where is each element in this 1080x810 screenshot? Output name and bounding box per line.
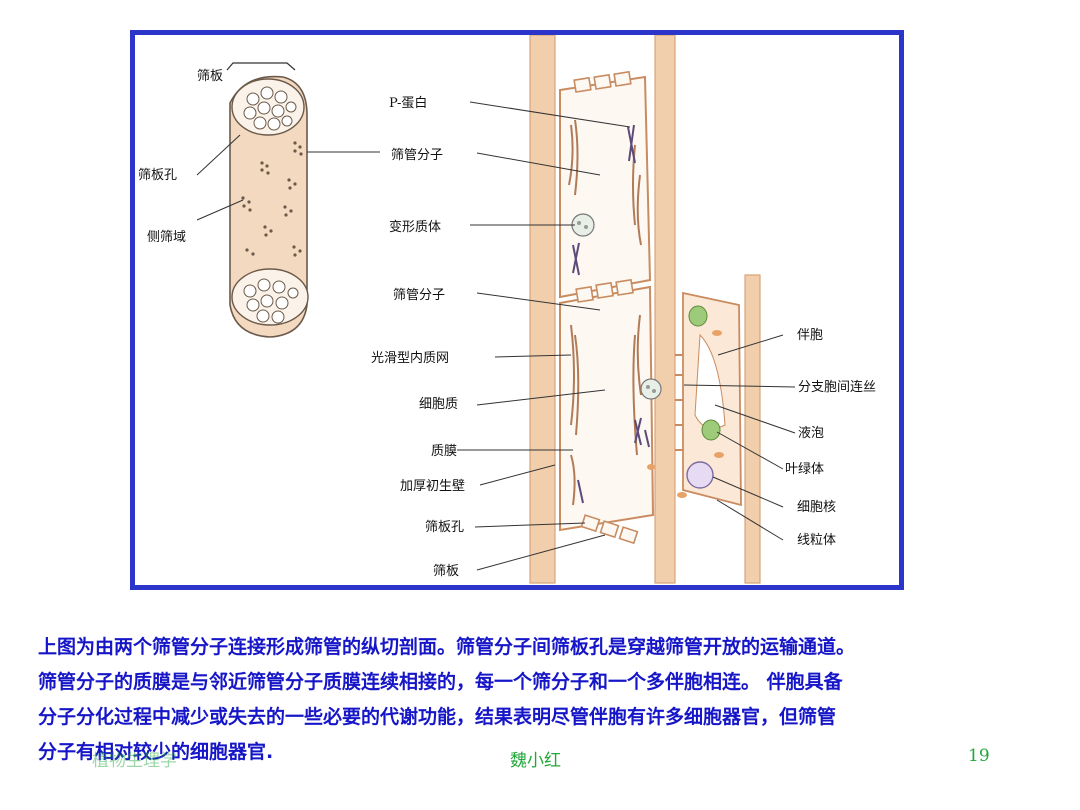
label-chloroplast: 叶绿体 <box>785 462 824 477</box>
label-smooth-er: 光滑型内质网 <box>371 350 449 366</box>
label-sieve-pore: 筛板孔 <box>138 168 177 183</box>
sieve-tube-section <box>457 35 796 584</box>
label-plasma-membrane: 质膜 <box>431 444 457 459</box>
label-plastid: 变形质体 <box>389 219 441 235</box>
sieve-element-3d <box>196 62 380 338</box>
label-cytoplasm: 细胞质 <box>419 397 458 412</box>
label-mitochondria: 线粒体 <box>797 533 836 548</box>
footer-course-title: 植物生理学 <box>92 751 177 771</box>
caption-line-4: 分子有相对较少的细胞器官. <box>38 741 274 763</box>
label-sieve-element-upper: 筛管分子 <box>391 148 443 163</box>
caption-line-3: 分子分化过程中减少或失去的一些必要的代谢功能，结果表明尽管伴胞有许多细胞器官，但… <box>38 706 837 728</box>
label-vacuole: 液泡 <box>798 426 824 441</box>
label-sieve-element-lower: 筛管分子 <box>393 288 445 303</box>
label-sieve-plate: 筛板 <box>197 69 223 84</box>
label-sieve-pore-lower: 筛板孔 <box>425 520 464 535</box>
caption: 上图为由两个筛管分子连接形成筛管的纵切剖面。筛管分子间筛板孔是穿越筛管开放的运输… <box>38 630 1068 770</box>
page-number: 19 <box>968 746 990 766</box>
caption-line-2: 筛管分子的质膜是与邻近筛管分子质膜连续相接的，每一个筛分子和一个多伴胞相连。 伴… <box>38 671 843 693</box>
label-lateral-sieve-area: 侧筛域 <box>147 230 186 245</box>
sieve-tube-diagram: 筛板 筛板孔 侧筛域 <box>138 35 876 584</box>
label-p-protein: P-蛋白 <box>389 95 427 111</box>
label-thick-primary-wall: 加厚初生壁 <box>400 479 465 494</box>
label-branched-plasmodesmata: 分支胞间连丝 <box>798 379 876 395</box>
label-nucleus: 细胞核 <box>797 500 836 515</box>
caption-line-1: 上图为由两个筛管分子连接形成筛管的纵切剖面。筛管分子间筛板孔是穿越筛管开放的运输… <box>38 636 856 658</box>
label-companion-cell: 伴胞 <box>797 328 823 343</box>
label-sieve-plate-lower: 筛板 <box>433 564 459 579</box>
figure-frame: 筛板 筛板孔 侧筛域 <box>130 30 904 590</box>
footer-author: 魏小红 <box>510 751 561 771</box>
